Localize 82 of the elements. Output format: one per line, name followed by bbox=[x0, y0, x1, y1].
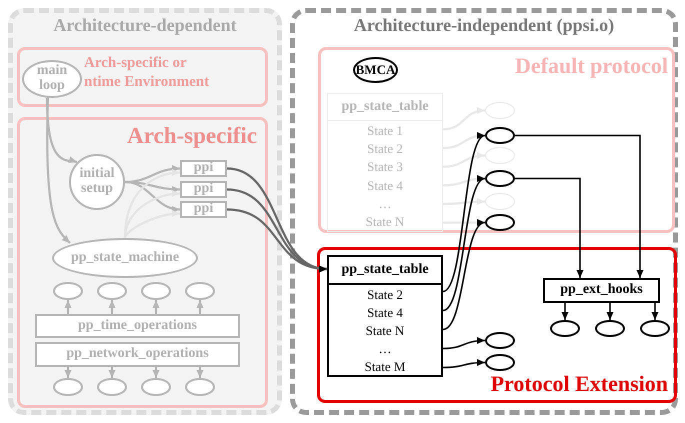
arrow bbox=[64, 367, 72, 378]
empty-ellipse bbox=[97, 378, 127, 396]
arrow bbox=[442, 134, 486, 292]
table-row-text: … bbox=[378, 340, 392, 357]
arrow bbox=[442, 337, 486, 350]
arrow bbox=[442, 222, 486, 330]
arrow bbox=[152, 367, 160, 378]
empty-ellipse bbox=[97, 282, 127, 300]
arrow bbox=[46, 98, 78, 164]
region-label: Arch-specific or ntime Environment bbox=[84, 54, 210, 92]
arrow bbox=[442, 178, 486, 312]
empty-ellipse bbox=[485, 332, 515, 349]
empty-ellipse bbox=[485, 214, 515, 231]
arrow bbox=[606, 303, 614, 320]
process-box: ppi bbox=[180, 160, 227, 177]
arrow bbox=[46, 96, 71, 244]
process-box: ppi bbox=[180, 181, 227, 198]
circle-node: initial setup bbox=[69, 154, 125, 210]
arrow bbox=[652, 303, 658, 320]
panel-title: Architecture-independent (ppsi.o) bbox=[352, 15, 616, 36]
arrow bbox=[562, 303, 568, 320]
region-box bbox=[318, 47, 675, 233]
region-heading: Default protocol bbox=[515, 53, 668, 79]
table-row-text: State 2 bbox=[366, 140, 404, 158]
empty-ellipse bbox=[640, 320, 670, 337]
table bbox=[327, 255, 443, 377]
region-heading: Arch-specific bbox=[127, 123, 257, 149]
process-box: pp_ext_hooks bbox=[543, 278, 660, 303]
arrow bbox=[108, 367, 116, 378]
arrow bbox=[152, 300, 160, 314]
empty-ellipse bbox=[485, 127, 515, 144]
empty-ellipse bbox=[595, 320, 625, 337]
arrow bbox=[515, 134, 644, 278]
empty-ellipse bbox=[485, 354, 515, 371]
table-row-text: … bbox=[378, 194, 392, 213]
arrow bbox=[443, 219, 485, 226]
ellipse-node: pp_state_machine bbox=[52, 238, 198, 278]
arrow bbox=[442, 198, 486, 206]
dashed-panel bbox=[8, 8, 282, 415]
ellipse-node: main loop bbox=[22, 60, 82, 98]
arrow bbox=[124, 210, 180, 238]
region-box bbox=[17, 47, 268, 107]
arrow bbox=[442, 108, 486, 130]
ellipse-node: BMCA bbox=[353, 57, 398, 83]
region-box bbox=[317, 247, 677, 403]
table-row-text: State 3 bbox=[366, 158, 404, 176]
arrow bbox=[442, 132, 486, 150]
table-row-text: State 4 bbox=[366, 176, 404, 194]
process-box: ppi bbox=[180, 201, 227, 218]
dashed-panel bbox=[290, 8, 678, 415]
table-row-text: State 2 bbox=[366, 286, 404, 303]
table bbox=[327, 93, 443, 232]
process-box: pp_time_operations bbox=[35, 314, 240, 338]
empty-ellipse bbox=[185, 378, 215, 396]
process-box: pp_network_operations bbox=[35, 342, 240, 367]
empty-ellipse bbox=[550, 320, 580, 337]
table-row-text: State N bbox=[364, 322, 406, 339]
arrow bbox=[442, 152, 486, 168]
table-row-text: State 1 bbox=[366, 122, 404, 140]
arrow bbox=[442, 175, 486, 186]
table-row-text: State 4 bbox=[366, 304, 404, 321]
empty-ellipse bbox=[141, 378, 171, 396]
table-header: pp_state_table bbox=[328, 94, 442, 121]
arrow bbox=[226, 208, 328, 272]
table-header: pp_state_table bbox=[329, 257, 441, 285]
table-row-text: State M bbox=[364, 358, 406, 375]
arrow bbox=[196, 300, 204, 314]
arrow bbox=[196, 367, 204, 378]
arrow bbox=[108, 300, 116, 314]
empty-ellipse bbox=[485, 170, 515, 187]
table-row-text: State N bbox=[364, 213, 406, 231]
empty-ellipse bbox=[53, 378, 83, 396]
empty-ellipse bbox=[141, 282, 171, 300]
region-box bbox=[17, 117, 268, 408]
panel-title: Architecture-dependent bbox=[52, 15, 238, 36]
arrow bbox=[515, 178, 584, 278]
arrow bbox=[124, 180, 180, 212]
empty-ellipse bbox=[53, 282, 83, 300]
arrow bbox=[442, 359, 486, 368]
empty-ellipse bbox=[185, 282, 215, 300]
region-heading: Protocol Extension bbox=[490, 371, 668, 397]
arrow bbox=[64, 300, 72, 314]
